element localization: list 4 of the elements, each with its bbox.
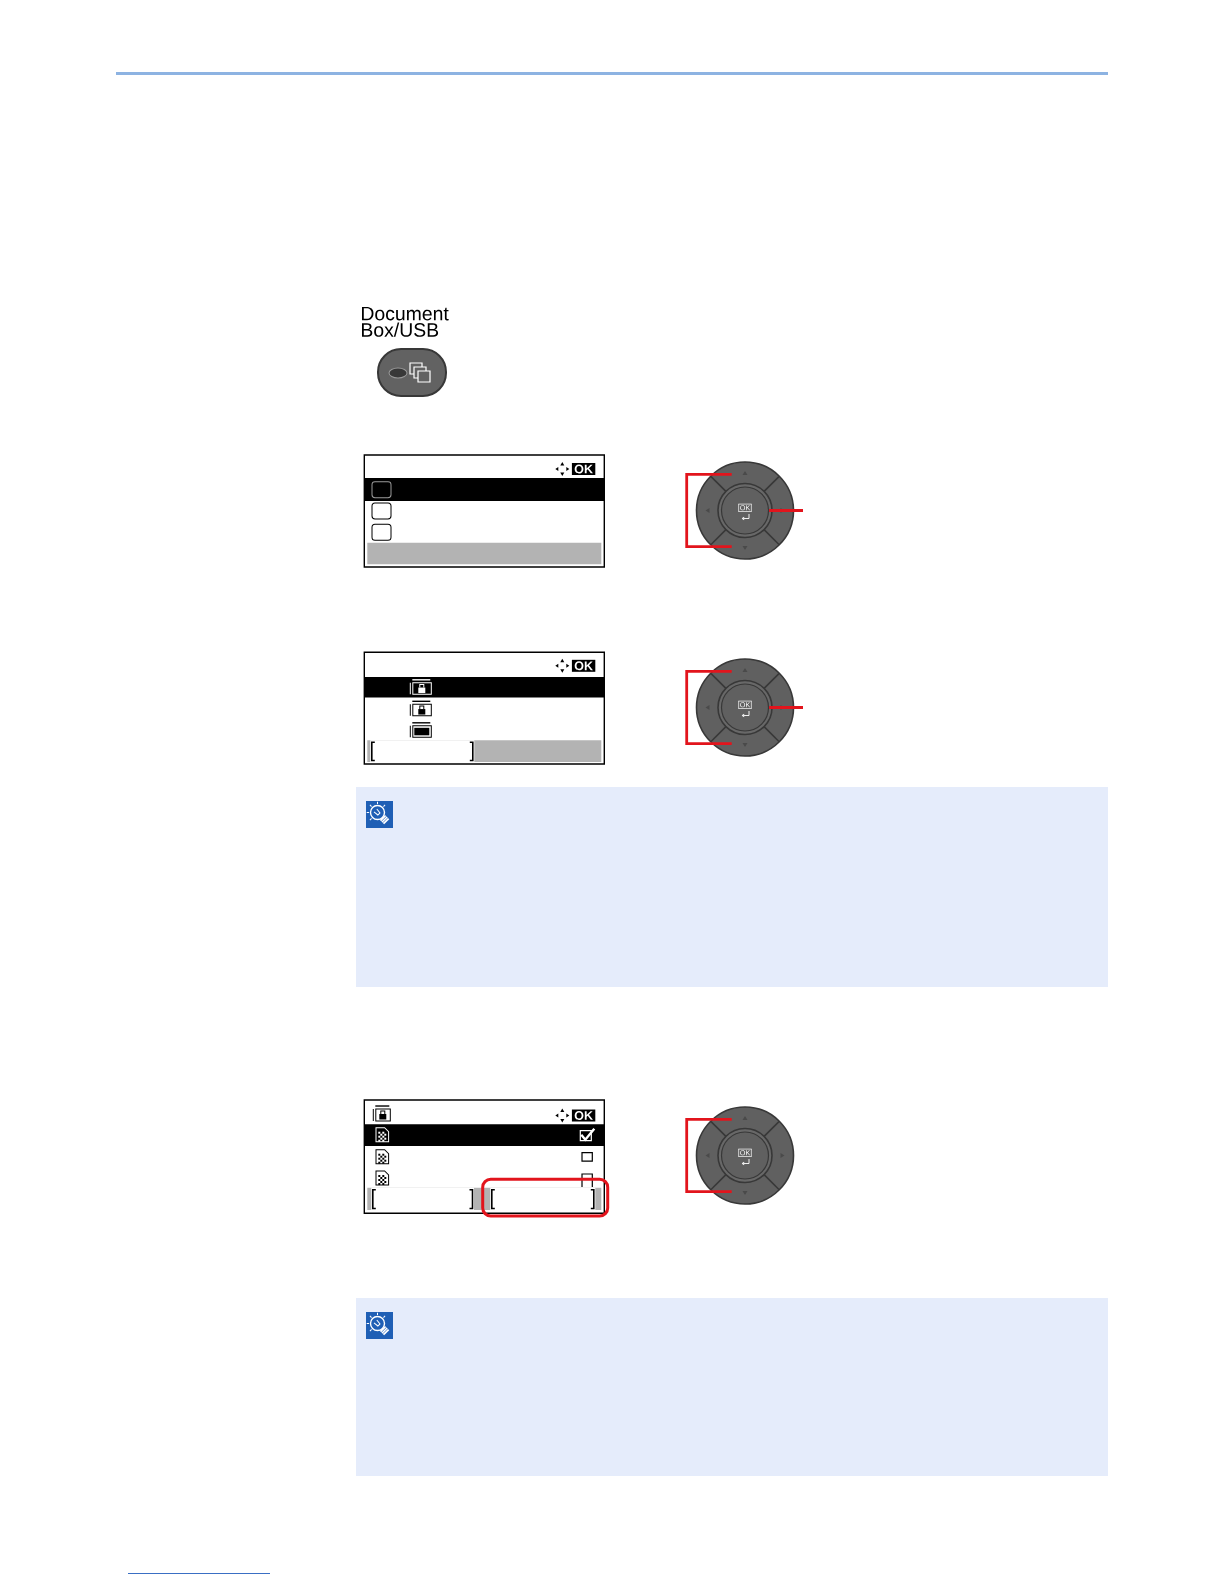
leader-line (769, 706, 803, 709)
ok-badge: OK (571, 463, 596, 475)
key-label: Document Box/USB (362, 306, 449, 337)
leader-line (769, 509, 803, 512)
